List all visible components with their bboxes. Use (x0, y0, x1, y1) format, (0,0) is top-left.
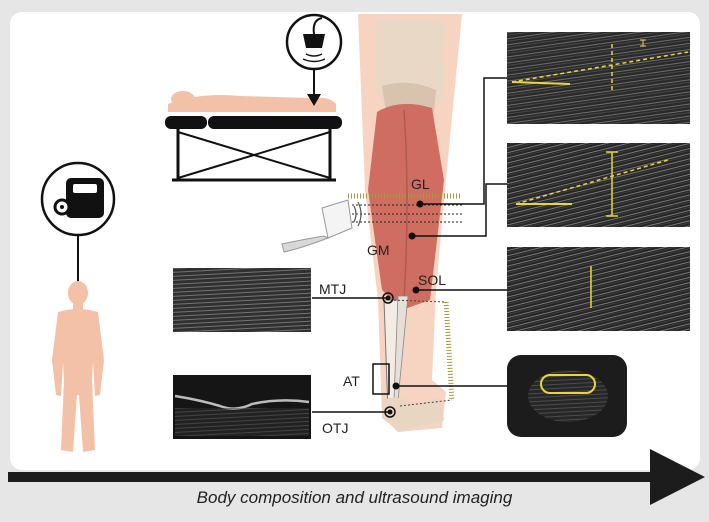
ultrasound-image-sol (507, 247, 690, 331)
figure-caption: Body composition and ultrasound imaging (0, 488, 709, 508)
label-gm: GM (367, 242, 390, 258)
ultrasound-image-gl (507, 32, 690, 124)
ultrasound-image-otj (173, 375, 311, 439)
label-otj: OTJ (322, 420, 348, 436)
label-at: AT (343, 373, 360, 389)
ultrasound-image-at (507, 355, 627, 437)
label-mtj: MTJ (319, 281, 346, 297)
label-gl: GL (411, 176, 430, 192)
ultrasound-image-mtj (173, 268, 311, 332)
weighing-scale-icon (42, 163, 114, 235)
ultrasound-image-gm (507, 143, 690, 227)
ultrasound-probe-icon (287, 15, 341, 69)
label-sol: SOL (418, 272, 446, 288)
